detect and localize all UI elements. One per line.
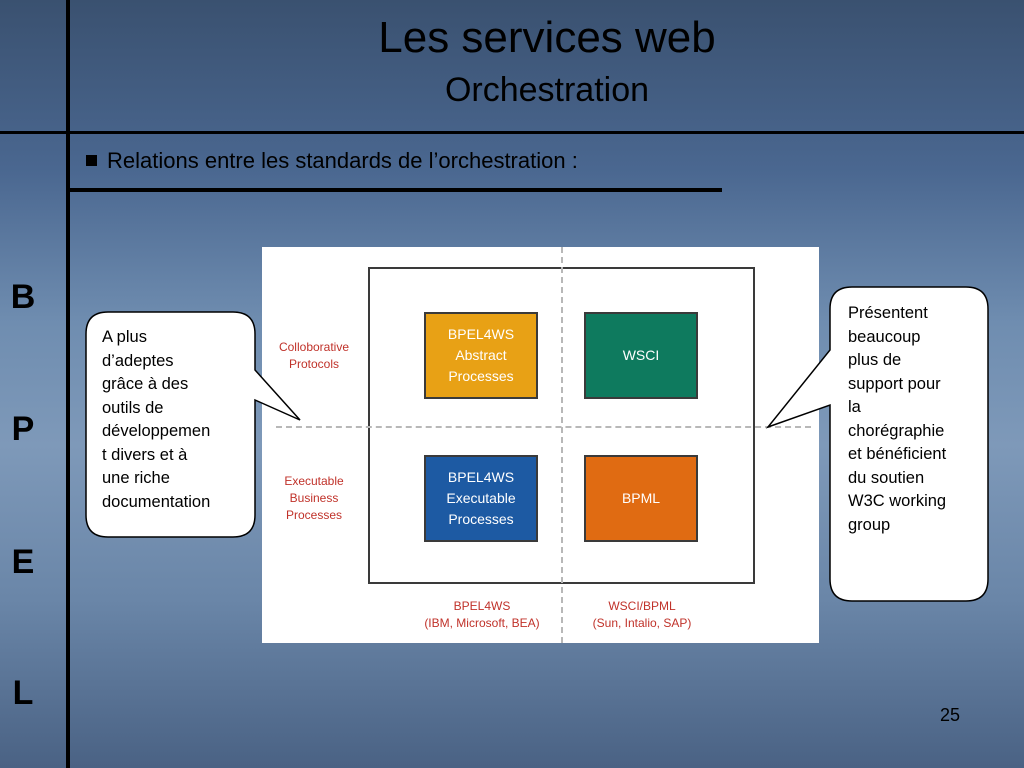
side-letter-p: P [11, 410, 35, 448]
bullet-point: Relations entre les standards de l’orche… [86, 146, 578, 176]
right-callout-text: Présentent beaucoup plus de support pour… [848, 304, 947, 534]
bullet-text: Relations entre les standards de l’orche… [107, 148, 578, 173]
slide-title: Les services web [378, 13, 716, 62]
horizontal-dashed-divider [276, 426, 811, 428]
side-letter-e: E [11, 543, 35, 581]
bullet-underline [70, 188, 722, 192]
bpel4ws-executable-box: BPEL4WS Executable Processes [424, 455, 538, 542]
vertical-divider [66, 0, 70, 768]
column-label-wsci-bpml: WSCI/BPML (Sun, Intalio, SAP) [592, 599, 692, 630]
side-letter-l: L [12, 674, 34, 712]
row-label-collaborative: Colloborative Protocols [278, 340, 350, 371]
vertical-dashed-divider [561, 247, 563, 643]
left-callout-text: A plus d’adeptes grâce à des outils de d… [102, 328, 211, 511]
bpel4ws-abstract-box: BPEL4WS Abstract Processes [424, 312, 538, 399]
bullet-square-icon [86, 155, 97, 166]
header-divider [0, 131, 1024, 134]
bpml-box: BPML [584, 455, 698, 542]
wsci-box: WSCI [584, 312, 698, 399]
standards-diagram: Colloborative Protocols Executable Busin… [262, 247, 819, 643]
column-label-bpel4ws: BPEL4WS (IBM, Microsoft, BEA) [424, 599, 540, 630]
page-number: 25 [939, 705, 961, 725]
slide-subtitle: Orchestration [444, 71, 650, 109]
side-letter-b: B [10, 278, 36, 316]
row-label-executable: Executable Business Processes [284, 474, 344, 522]
